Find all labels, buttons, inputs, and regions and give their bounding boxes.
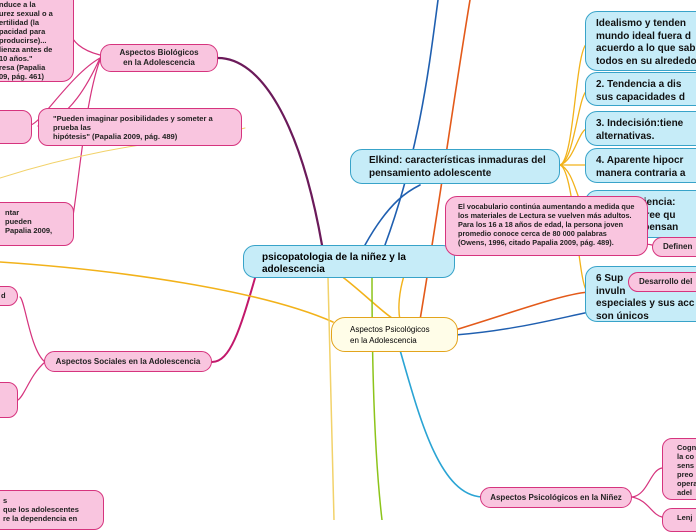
- note-puberty[interactable]: cido que nduce a la urez sexual o a erti…: [0, 0, 74, 82]
- note-vocabulary[interactable]: El vocabulario continúa aumentando a med…: [445, 196, 648, 256]
- connector-psico-adol: [0, 261, 334, 323]
- note-left-d[interactable]: d: [0, 286, 18, 306]
- connector-elkind: [364, 184, 421, 246]
- elkind-node[interactable]: Elkind: características inmaduras del pe…: [350, 149, 560, 184]
- connector-nino-len: [631, 496, 663, 518]
- connector-social-bottom: [17, 361, 46, 401]
- elkind-item-argue[interactable]: 2. Tendencia a dis sus capacidades d: [585, 72, 696, 106]
- connector-item-1: [559, 42, 589, 166]
- mindmap-connectors: [0, 0, 663, 520]
- connector-elkind-top: [384, 0, 439, 246]
- elkind-item-indecision[interactable]: 3. Indecisión:tiene alternativas.: [585, 111, 696, 146]
- connector-yellow-down: [327, 277, 335, 520]
- connector-bio-leftpink: [29, 57, 101, 126]
- connector-social: [211, 277, 256, 363]
- note-hipotesis[interactable]: "Pueden imaginar posibilidades y someter…: [38, 108, 242, 146]
- note-left-mid[interactable]: ntar pueden Papalia 2009,: [0, 202, 74, 246]
- elkind-item-hypocrisy[interactable]: 4. Aparente hipocr manera contraria a: [585, 148, 696, 183]
- connector-vocab: [454, 291, 589, 331]
- note-cognitive[interactable]: Cogn la co sens preo opera adel: [662, 438, 696, 500]
- note-bottom-left[interactable]: s que los adolescentes re la dependencia…: [0, 490, 104, 530]
- central-topic[interactable]: psicopatologia de la niñez y la adolesce…: [243, 245, 455, 278]
- note-left-pink[interactable]: [0, 110, 32, 144]
- note-language[interactable]: Lenj: [662, 508, 696, 532]
- note-left-social-bottom[interactable]: [0, 382, 18, 418]
- branch-psychological-adolescence[interactable]: Aspectos Psicológicos en la Adolescencia: [331, 317, 458, 352]
- connector-nino-cog: [631, 467, 663, 498]
- elkind-item-idealism[interactable]: Idealismo y tenden mundo ideal fuera d a…: [585, 11, 696, 71]
- branch-psychological-childhood[interactable]: Aspectos Psicológicos en la Niñez: [480, 487, 632, 508]
- connector-green: [371, 277, 383, 520]
- branch-social-adolescence[interactable]: Aspectos Sociales en la Adolescencia: [44, 351, 212, 372]
- connector-bio-note: [71, 34, 101, 56]
- connector-social-top: [19, 296, 46, 363]
- connector-center-psico: [339, 274, 393, 319]
- label-definen[interactable]: Definen: [652, 237, 696, 257]
- branch-biological-adolescence[interactable]: Aspectos Biológicos en la Adolescencia: [100, 44, 218, 72]
- connector-nino: [399, 349, 483, 498]
- connector-item-2: [559, 89, 589, 166]
- label-desarrollo[interactable]: Desarrollo del: [628, 272, 696, 292]
- connector-bio: [216, 56, 324, 247]
